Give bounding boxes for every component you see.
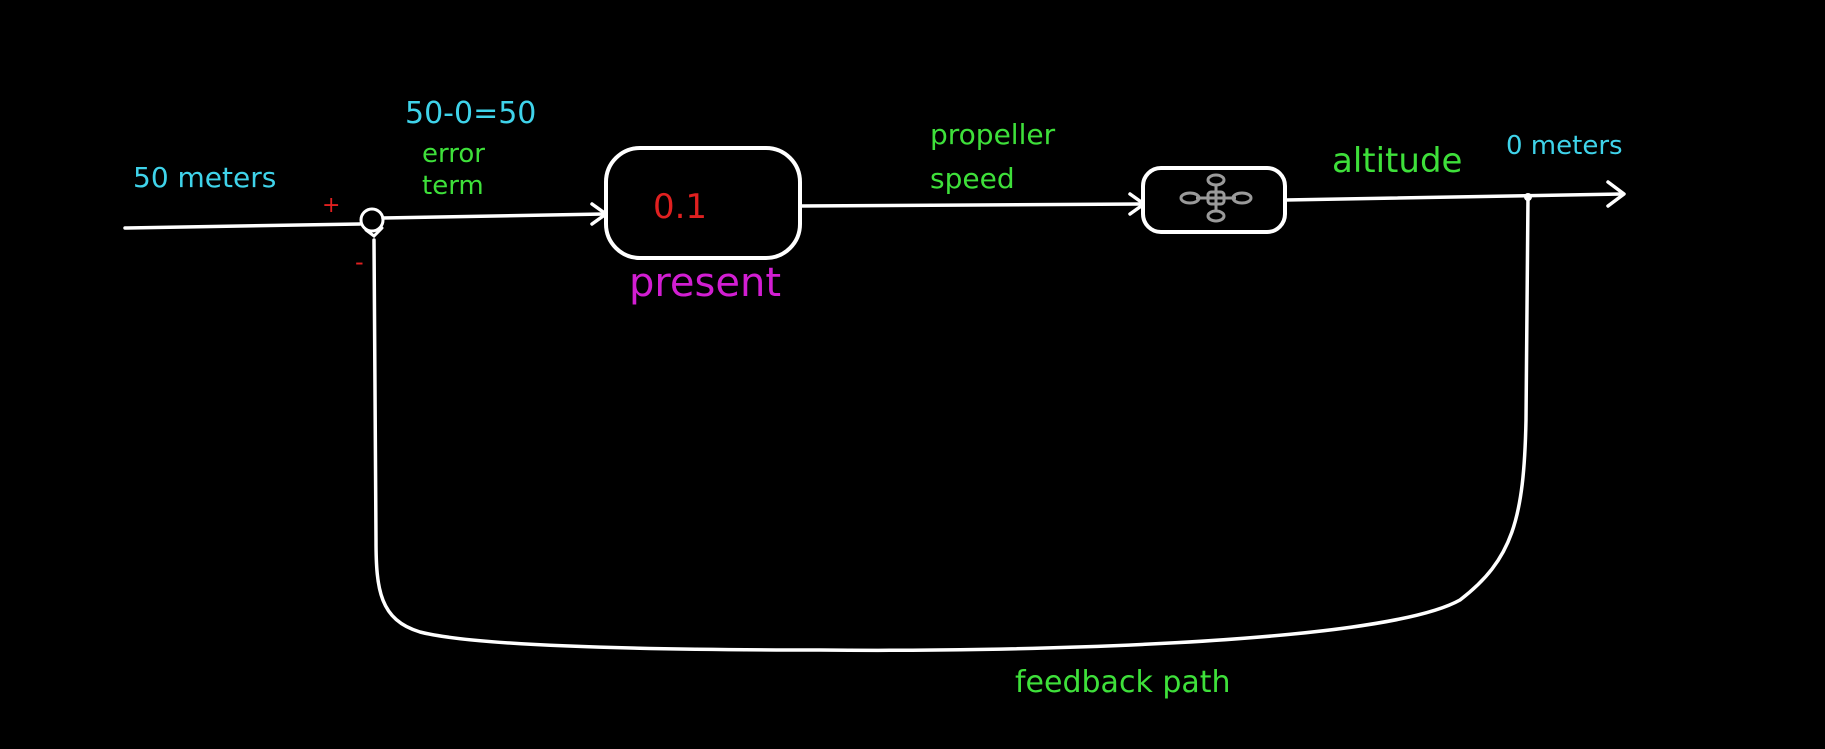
error-label-line1: error <box>422 139 485 169</box>
control-signal-line <box>798 202 1144 208</box>
control-signal-label-line2: speed <box>930 162 1015 195</box>
minus-sign: - <box>355 248 364 276</box>
input-line <box>123 222 362 230</box>
error-label-line2: term <box>422 171 484 201</box>
input-label: 50 meters <box>133 161 276 194</box>
controller-block <box>604 146 802 260</box>
summing-junction <box>359 207 385 233</box>
feedback-path-label: feedback path <box>1015 665 1231 700</box>
controller-gain: 0.1 <box>653 187 707 227</box>
plus-sign: + <box>322 193 340 218</box>
output-line <box>1283 192 1624 202</box>
error-calculation: 50-0=50 <box>405 96 536 131</box>
error-signal-line <box>381 212 606 220</box>
drone-icon <box>1179 173 1253 223</box>
plant-block <box>1141 166 1287 234</box>
output-arrowhead <box>1606 180 1626 208</box>
feedback-path-line <box>372 195 1530 653</box>
control-signal-label-line1: propeller <box>930 118 1056 151</box>
controller-caption: present <box>629 260 781 306</box>
output-value: 0 meters <box>1506 131 1623 161</box>
junction-tick <box>364 226 384 238</box>
output-label: altitude <box>1332 141 1462 181</box>
